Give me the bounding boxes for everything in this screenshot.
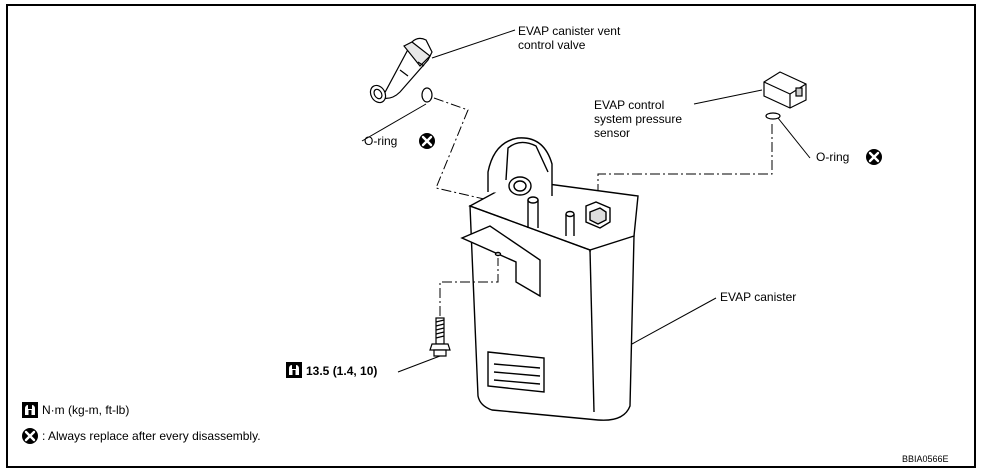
figure-code: BBIA0566E: [902, 454, 949, 464]
evap-canister-body: [460, 137, 639, 421]
vent-valve-label-line1: EVAP canister vent: [518, 24, 621, 38]
x-circle-icon: [864, 147, 884, 167]
pressure-sensor: [763, 71, 807, 109]
pressure-sensor-leader: [693, 89, 763, 105]
vent-valve-label: EVAP canister vent control valve: [518, 24, 620, 52]
vent-control-valve: [369, 37, 433, 104]
torque-wrench-icon: [286, 362, 302, 378]
oring-left-part: [421, 87, 433, 103]
oring-left-leader: [361, 103, 427, 142]
pressure-sensor-label-line1: EVAP control: [594, 98, 665, 112]
torque-wrench-icon: [22, 402, 38, 418]
mounting-bolt: [429, 317, 451, 357]
oring-left-label: O-ring: [364, 134, 398, 148]
torque-leader: [397, 355, 441, 373]
x-circle-icon: [417, 131, 437, 151]
canister-label: EVAP canister: [720, 290, 797, 304]
oring-right-part: [765, 112, 781, 120]
legend-torque-units: N·m (kg-m, ft-lb): [42, 403, 130, 417]
torque-spec-label: 13.5 (1.4, 10): [306, 364, 378, 378]
pressure-sensor-label-line2: system pressure: [594, 112, 683, 126]
vent-valve-label-line2: control valve: [518, 38, 586, 52]
oring-right-leader: [777, 117, 811, 159]
pressure-sensor-label-line3: sensor: [594, 126, 631, 140]
x-circle-icon: [20, 426, 40, 446]
bolt-assembly-line: [439, 258, 499, 316]
oring-right-label: O-ring: [816, 150, 850, 164]
canister-leader: [631, 297, 717, 345]
legend-replace-note: : Always replace after every disassembly…: [42, 429, 261, 443]
vent-valve-leader: [431, 29, 516, 59]
pressure-sensor-label: EVAP control system pressure sensor: [594, 98, 682, 140]
